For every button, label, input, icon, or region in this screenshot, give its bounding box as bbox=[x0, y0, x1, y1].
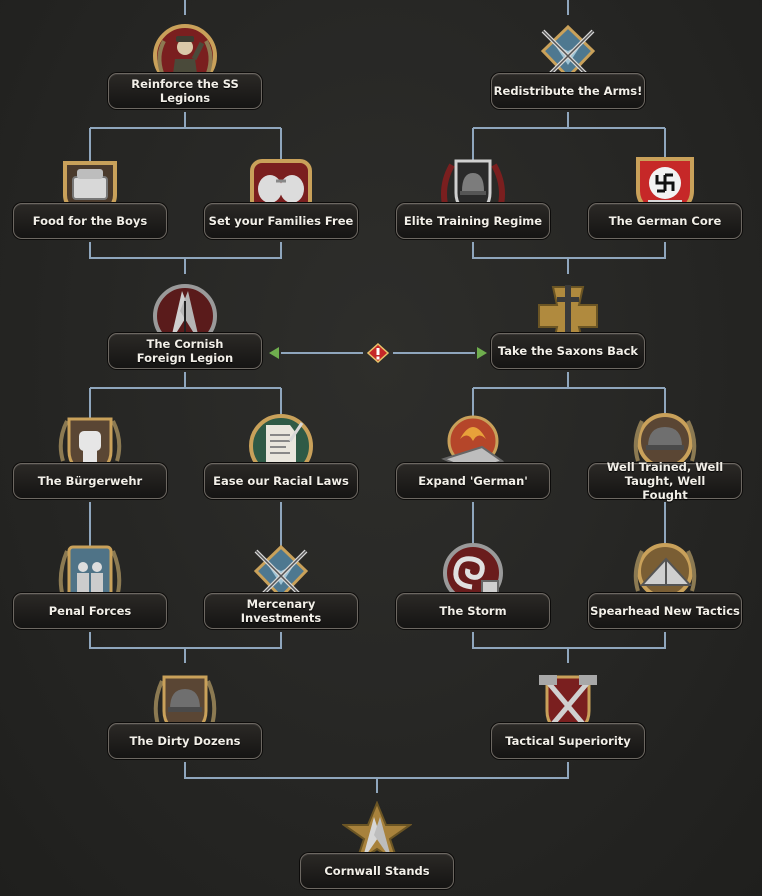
focus-label-plate: Take the Saxons Back bbox=[491, 333, 645, 369]
focus-label: Expand 'German' bbox=[418, 474, 528, 488]
focus-spearhead-new-tactics[interactable]: Spearhead New Tactics bbox=[588, 535, 742, 635]
focus-cornwall-stands[interactable]: Cornwall Stands bbox=[300, 795, 454, 895]
crossed-rifles-icon bbox=[246, 541, 316, 611]
focus-label: The Dirty Dozens bbox=[129, 734, 241, 748]
focus-label-plate: Set your Families Free bbox=[204, 203, 358, 239]
helmet-laurel-icon bbox=[438, 151, 508, 221]
focus-label-plate: Food for the Boys bbox=[13, 203, 167, 239]
focus-label: Cornwall Stands bbox=[324, 864, 430, 878]
mutually-exclusive-marker bbox=[269, 343, 487, 363]
focus-food-for-the-boys[interactable]: Food for the Boys bbox=[13, 145, 167, 245]
helmet-laurel-icon bbox=[150, 671, 220, 741]
focus-reinforce-ss-legions[interactable]: Reinforce the SS Legions bbox=[108, 15, 262, 115]
focus-label-plate: Cornwall Stands bbox=[300, 853, 454, 889]
focus-label-plate: Expand 'German' bbox=[396, 463, 550, 499]
focus-label: Reinforce the SS Legions bbox=[131, 77, 239, 105]
swastika-handshake-icon bbox=[630, 151, 700, 221]
exclusive-warning-icon bbox=[366, 343, 390, 363]
focus-label: Ease our Racial Laws bbox=[213, 474, 349, 488]
focus-label: Set your Families Free bbox=[208, 214, 354, 228]
focus-label: Mercenary Investments bbox=[240, 597, 322, 625]
focus-label-plate: Ease our Racial Laws bbox=[204, 463, 358, 499]
focus-label: Tactical Superiority bbox=[505, 734, 631, 748]
focus-label: The German Core bbox=[608, 214, 722, 228]
focus-ease-racial-laws[interactable]: Ease our Racial Laws bbox=[204, 405, 358, 505]
focus-redistribute-arms[interactable]: Redistribute the Arms! bbox=[491, 15, 645, 115]
focus-expand-german[interactable]: Expand 'German' bbox=[396, 405, 550, 505]
focus-label-plate: Elite Training Regime bbox=[396, 203, 550, 239]
focus-label: Penal Forces bbox=[48, 604, 132, 618]
saluting-officer-icon bbox=[150, 21, 220, 91]
focus-label: The Bürgerwehr bbox=[37, 474, 143, 488]
focus-label-plate: Mercenary Investments bbox=[204, 593, 358, 629]
crossed-rifles-icon bbox=[533, 21, 603, 91]
focus-penal-forces[interactable]: Penal Forces bbox=[13, 535, 167, 635]
focus-cornish-foreign-legion[interactable]: The Cornish Foreign Legion bbox=[108, 275, 262, 375]
focus-label-plate: The Dirty Dozens bbox=[108, 723, 262, 759]
exclusive-right-arrow-icon bbox=[477, 347, 487, 359]
focus-the-dirty-dozens[interactable]: The Dirty Dozens bbox=[108, 665, 262, 765]
focus-label-plate: The Bürgerwehr bbox=[13, 463, 167, 499]
helmet-laurel-icon bbox=[630, 411, 700, 481]
focus-label-plate: Penal Forces bbox=[13, 593, 167, 629]
focus-label-plate: The Storm bbox=[396, 593, 550, 629]
focus-label: Take the Saxons Back bbox=[497, 344, 639, 358]
focus-label-plate: The German Core bbox=[588, 203, 742, 239]
focus-tactical-superiority[interactable]: Tactical Superiority bbox=[491, 665, 645, 765]
focus-label-plate: Reinforce the SS Legions bbox=[108, 73, 262, 109]
star-flags-icon bbox=[342, 801, 412, 871]
focus-label: Well Trained, Well Taught, Well Fought bbox=[606, 460, 724, 502]
focus-label: Spearhead New Tactics bbox=[590, 604, 740, 618]
focus-label-plate: The Cornish Foreign Legion bbox=[108, 333, 262, 369]
focus-label: Elite Training Regime bbox=[403, 214, 543, 228]
focus-label-plate: Tactical Superiority bbox=[491, 723, 645, 759]
focus-well-trained[interactable]: Well Trained, Well Taught, Well Fought bbox=[588, 405, 742, 505]
tactics-map-icon bbox=[630, 541, 700, 611]
focus-the-german-core[interactable]: The German Core bbox=[588, 145, 742, 245]
torn-document-icon bbox=[246, 411, 316, 481]
focus-label: The Cornish Foreign Legion bbox=[136, 337, 234, 365]
focus-the-storm[interactable]: The Storm bbox=[396, 535, 550, 635]
focus-label-plate: Spearhead New Tactics bbox=[588, 593, 742, 629]
focus-label-plate: Redistribute the Arms! bbox=[491, 73, 645, 109]
focus-label: The Storm bbox=[439, 604, 507, 618]
focus-label: Redistribute the Arms! bbox=[493, 84, 643, 98]
focus-take-saxons-back[interactable]: Take the Saxons Back bbox=[491, 275, 645, 375]
exclusive-left-arrow-icon bbox=[269, 347, 279, 359]
focus-label-plate: Well Trained, Well Taught, Well Fought bbox=[588, 460, 742, 502]
focus-label: Food for the Boys bbox=[32, 214, 148, 228]
focus-the-burgerwehr[interactable]: The Bürgerwehr bbox=[13, 405, 167, 505]
focus-elite-training-regime[interactable]: Elite Training Regime bbox=[396, 145, 550, 245]
raised-fist-icon bbox=[55, 411, 125, 481]
focus-set-families-free[interactable]: Set your Families Free bbox=[204, 145, 358, 245]
focus-mercenary-investments[interactable]: Mercenary Investments bbox=[204, 535, 358, 635]
